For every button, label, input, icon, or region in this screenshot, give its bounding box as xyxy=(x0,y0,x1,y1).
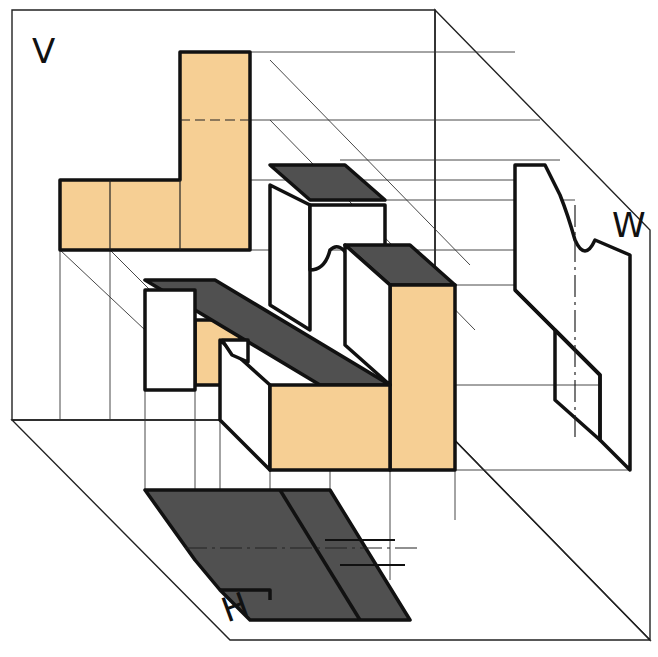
plane-label: W xyxy=(612,208,646,242)
plane-label: V xyxy=(32,34,55,68)
